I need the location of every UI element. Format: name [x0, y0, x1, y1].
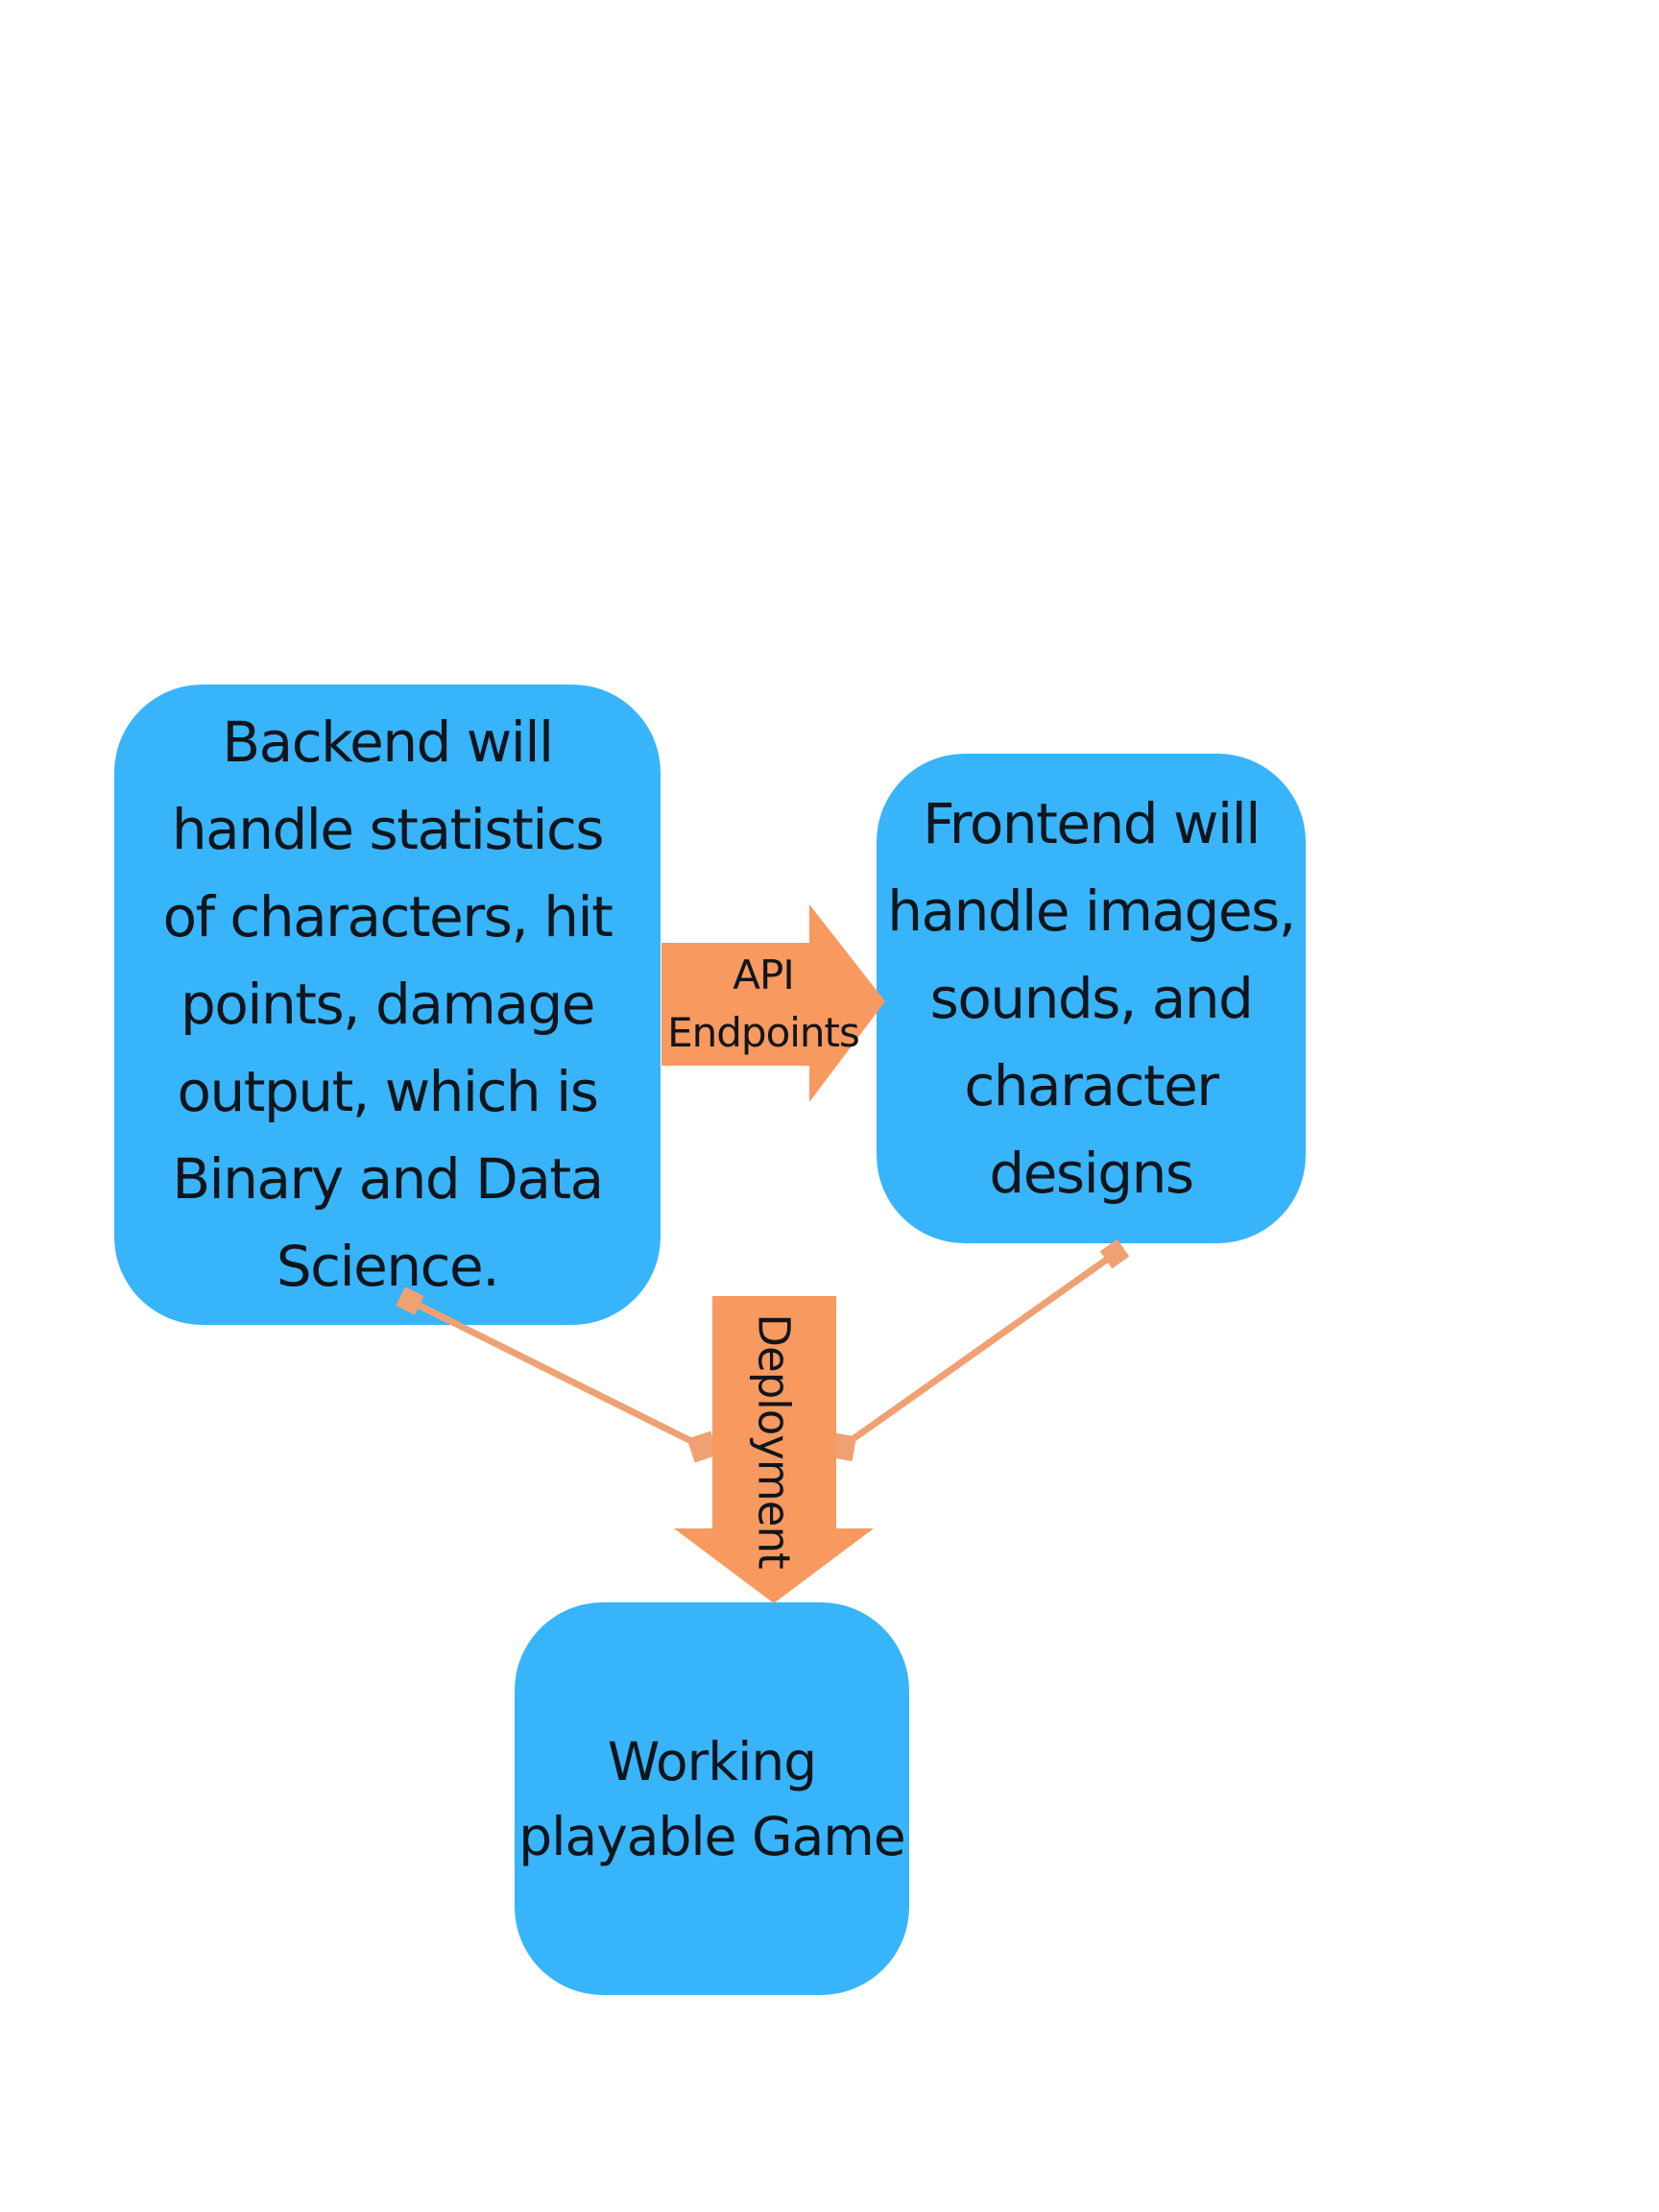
connector-end-arrowhead [827, 1431, 857, 1462]
backend-box-text-line: Backend will [222, 709, 554, 775]
frontend-box-text-line: Frontend will [923, 790, 1261, 856]
backend-box-text-line: points, damage [180, 972, 595, 1037]
connector-end-arrowhead [686, 1431, 719, 1463]
frontend-box-text-line: character [964, 1052, 1219, 1118]
frontend-box: Frontend will handle images, sounds, and… [877, 754, 1306, 1243]
frontend-box-text-line: designs [989, 1140, 1194, 1206]
backend-box-text-line: output, which is [177, 1059, 599, 1124]
api-label-line: API [733, 951, 794, 998]
game-box: Working playable Game [515, 1602, 909, 1995]
backend-box-text-line: Binary and Data [172, 1146, 604, 1212]
backend-box-text-line: Science. [276, 1234, 500, 1299]
frontend-box-text-line: sounds, and [929, 965, 1254, 1031]
api-label-line: Endpoints [667, 1009, 860, 1056]
connector-start-cap [1099, 1238, 1130, 1269]
backend-box-text-line: handle statistics [171, 797, 605, 862]
game-box-text-line: playable Game [518, 1805, 905, 1867]
game-box-text-line: Working [607, 1730, 817, 1792]
deployment-label: Deployment [748, 1313, 800, 1569]
frontend-to-game-connector [839, 1251, 1118, 1450]
backend-box-text-line: of characters, hit [162, 884, 613, 950]
api-endpoints-label: API Endpoints [667, 947, 860, 1062]
backend-box: Backend will handle statistics of charac… [114, 685, 661, 1325]
frontend-box-text-line: handle images, [887, 878, 1296, 944]
